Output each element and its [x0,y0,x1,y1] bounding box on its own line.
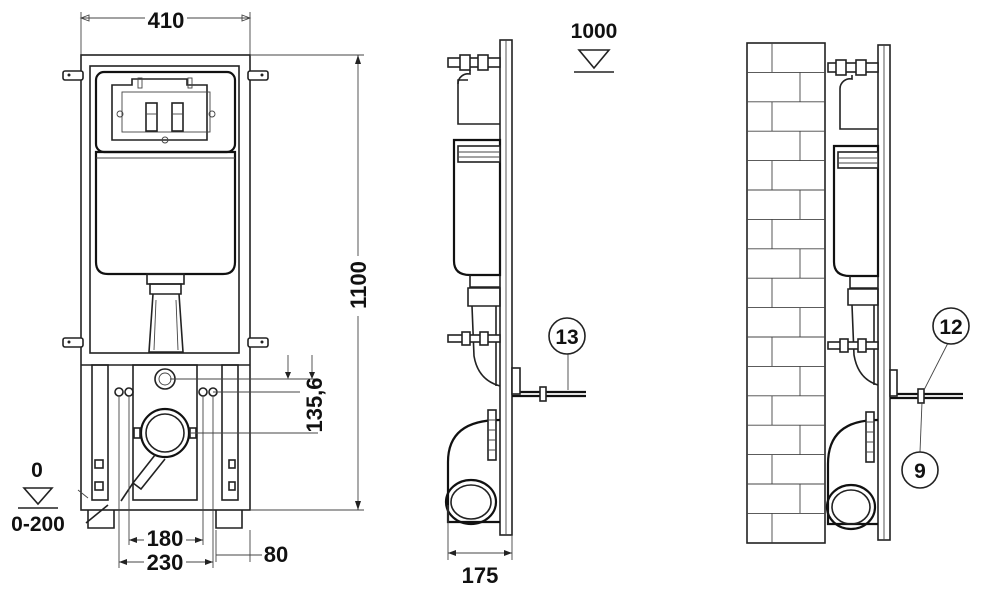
dim-height-1100: 1100 [346,261,371,309]
dim-width-410: 410 [148,8,185,33]
mount-tab-br [247,337,269,348]
flush-button-left [145,102,158,132]
brick-wall [746,42,826,544]
level-floor-range: 0-200 [11,513,65,536]
level-marker-1000 [577,49,611,70]
dim-230: 230 [147,550,184,575]
mount-tab-tl [62,70,84,81]
callout-9 [901,451,939,489]
mount-tab-bl [62,337,84,348]
wall-view: 12 9 [746,42,970,544]
dim-175: 175 [462,563,499,588]
side-view: 1000 13 [444,20,618,588]
flush-button-right [171,102,184,132]
callout-12 [932,307,970,345]
dim-80: 80 [264,542,288,567]
level-1000: 1000 [571,20,618,43]
callout-9-label: 9 [914,460,926,483]
mount-tab-tr [247,70,269,81]
callout-12-label: 12 [939,316,962,339]
callout-13-label: 13 [555,326,578,349]
callout-13 [548,317,586,355]
front-view: 410 [11,8,371,575]
level-marker-floor [22,487,54,506]
drain-connection [139,407,191,459]
level-floor-zero: 0 [31,459,43,482]
dim-180: 180 [147,526,184,551]
dim-135-6: 135,6 [302,377,327,432]
